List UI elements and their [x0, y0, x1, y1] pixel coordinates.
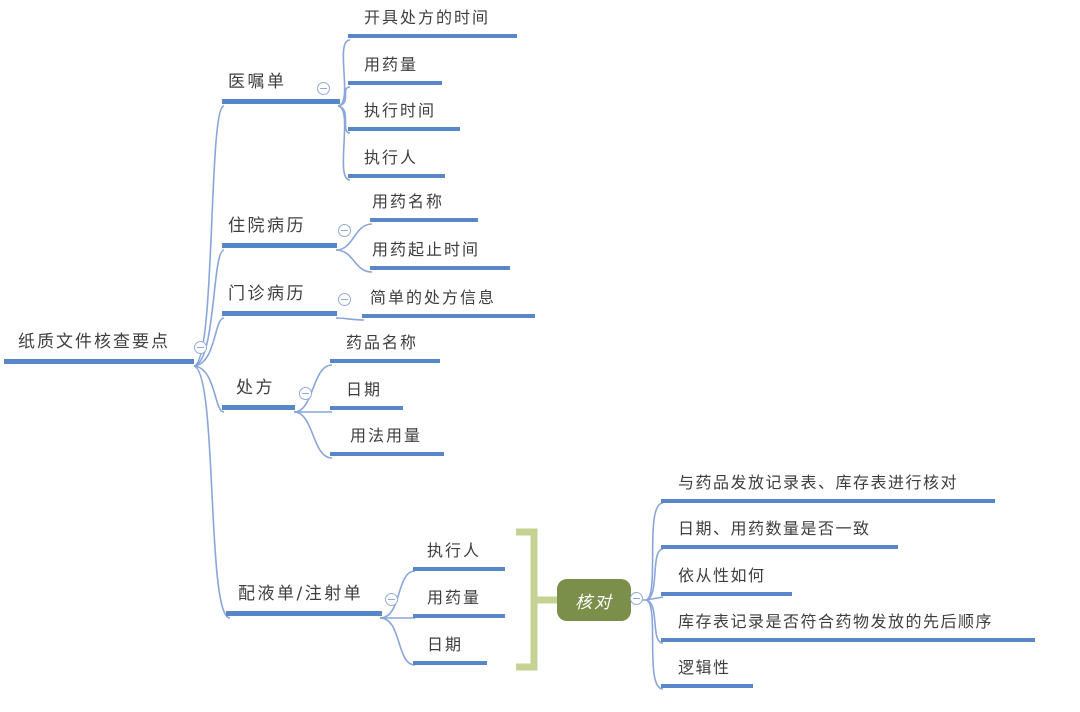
leaf-node[interactable]: 执行人	[413, 535, 505, 571]
branch-node[interactable]: 住院病历	[222, 212, 337, 248]
minus-icon[interactable]	[338, 224, 351, 237]
summary-leaf-node[interactable]: 库存表记录是否符合药物发放的先后顺序	[661, 606, 1035, 642]
leaf-node[interactable]: 药品名称	[330, 327, 440, 363]
minus-icon[interactable]	[317, 82, 330, 95]
branch-curves	[193, 39, 664, 690]
branch-node[interactable]: 配液单/注射单	[226, 580, 382, 616]
leaf-node[interactable]: 执行时间	[348, 95, 460, 131]
leaf-node[interactable]: 用药量	[348, 49, 442, 85]
minus-icon[interactable]	[194, 341, 207, 354]
summary-leaf-node[interactable]: 依从性如何	[661, 560, 792, 596]
leaf-node[interactable]: 执行人	[348, 142, 445, 178]
leaf-node[interactable]: 开具处方的时间	[348, 2, 517, 38]
leaf-node[interactable]: 用药名称	[370, 186, 478, 222]
leaf-node[interactable]: 用药起止时间	[370, 234, 510, 270]
minus-icon[interactable]	[630, 592, 643, 605]
minus-icon[interactable]	[299, 387, 312, 400]
branch-node[interactable]: 门诊病历	[222, 280, 337, 316]
leaf-node[interactable]: 简单的处方信息	[362, 282, 535, 318]
summary-leaf-node[interactable]: 日期、用药数量是否一致	[661, 513, 898, 549]
summary-leaf-node[interactable]: 逻辑性	[661, 652, 753, 688]
branch-node[interactable]: 医嘱单	[222, 68, 340, 104]
summary-node[interactable]: 核对	[557, 579, 631, 621]
summary-bracket	[516, 528, 557, 671]
leaf-node[interactable]: 用药量	[413, 582, 505, 618]
leaf-node[interactable]: 日期	[413, 629, 487, 665]
minus-icon[interactable]	[338, 293, 351, 306]
branch-node[interactable]: 处方	[222, 374, 295, 410]
leaf-node[interactable]: 用法用量	[330, 420, 444, 456]
leaf-node[interactable]: 日期	[330, 374, 403, 410]
root-node[interactable]: 纸质文件核查要点	[4, 328, 194, 364]
minus-icon[interactable]	[385, 593, 398, 606]
summary-leaf-node[interactable]: 与药品发放记录表、库存表进行核对	[661, 467, 995, 503]
